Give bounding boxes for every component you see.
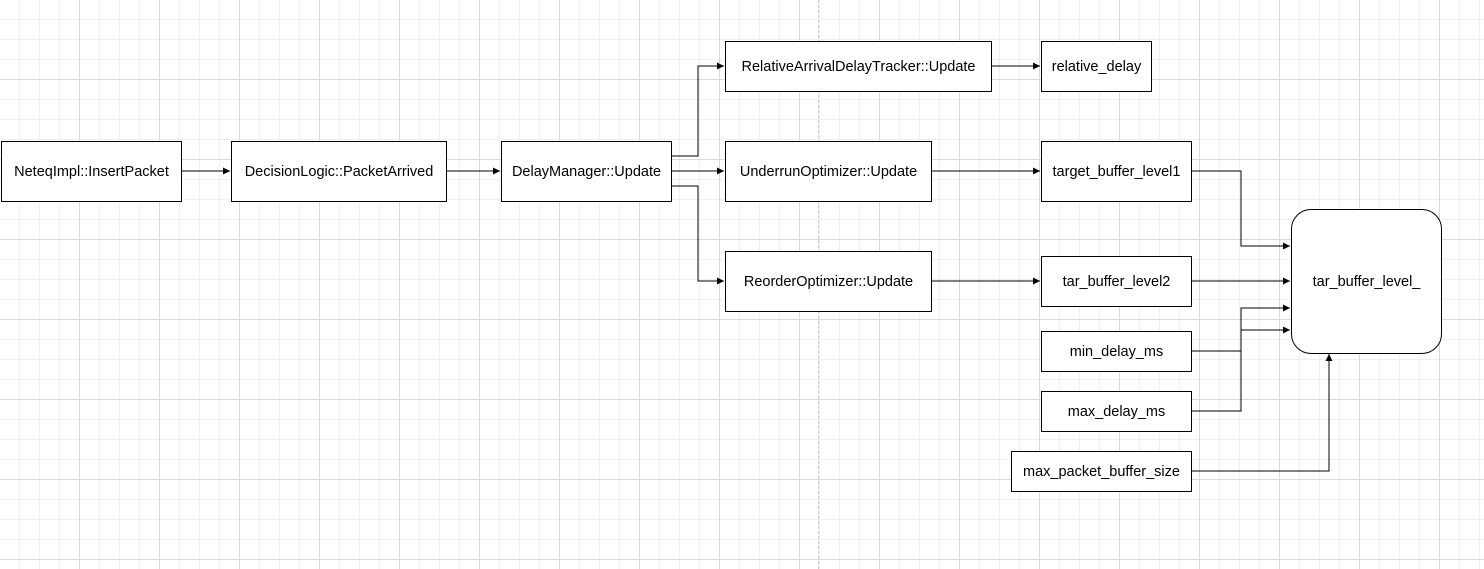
node-relative-arrival-update[interactable]: RelativeArrivalDelayTracker::Update (725, 41, 992, 92)
edge-delaymanager-to-relativearrival (671, 62, 724, 157)
node-min-delay-ms[interactable]: min_delay_ms (1041, 331, 1192, 372)
node-underrun-update[interactable]: UnderrunOptimizer::Update (725, 141, 932, 202)
edge-delaymanager-to-reorder (671, 185, 724, 285)
node-max-delay-ms[interactable]: max_delay_ms (1041, 391, 1192, 432)
node-delay-manager-update[interactable]: DelayManager::Update (501, 141, 672, 202)
node-packet-arrived[interactable]: DecisionLogic::PacketArrived (231, 141, 447, 202)
node-reorder-update[interactable]: ReorderOptimizer::Update (725, 251, 932, 312)
node-target-buffer-level1[interactable]: target_buffer_level1 (1041, 141, 1192, 202)
node-max-packet-buffer-size[interactable]: max_packet_buffer_size (1011, 451, 1192, 492)
edge-maxdelay-to-tarbuffer (1191, 326, 1290, 412)
node-tar-buffer-level[interactable]: tar_buffer_level_ (1291, 209, 1442, 354)
edge-target1-to-tarbuffer (1191, 170, 1290, 250)
node-relative-delay[interactable]: relative_delay (1041, 41, 1152, 92)
edge-maxpacket-to-tarbuffer (1191, 354, 1333, 472)
node-tar-buffer-level2[interactable]: tar_buffer_level2 (1041, 256, 1192, 307)
node-insert-packet[interactable]: NeteqImpl::InsertPacket (1, 141, 182, 202)
